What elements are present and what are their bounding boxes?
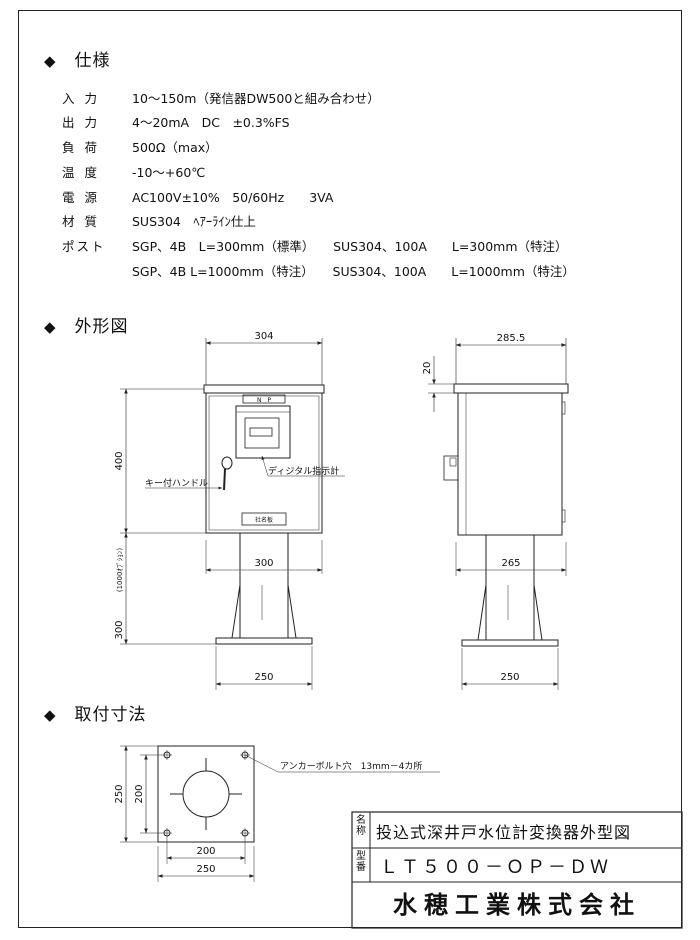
callout-key-handle: キー付ハンドル xyxy=(145,478,208,489)
post-circle xyxy=(182,770,230,818)
dim-mount-inner-w: 200 xyxy=(196,846,215,857)
diamond-icon: ◆ xyxy=(44,706,57,724)
section-spec-text: 仕様 xyxy=(74,51,111,71)
section-mount-title: ◆ 取付寸法 xyxy=(44,700,147,725)
tb-model-label-1: 型 xyxy=(356,851,366,862)
spec-value: -10～+60℃ xyxy=(132,165,206,180)
tb-name-label-1: 名 xyxy=(356,815,366,826)
spec-value: AC100V±10% 50/60Hz 3VA xyxy=(132,190,334,205)
spec-label: ポスト xyxy=(62,239,106,254)
spec-row: ポスト SGP、4B L=300mm（標準） SUS304、100A L=300m… xyxy=(62,236,568,254)
tb-model-label-2: 番 xyxy=(356,862,366,873)
dim-side-lid: 20 xyxy=(422,362,433,375)
dim-side-top: 285.5 xyxy=(497,333,526,344)
dim-side-mid: 265 xyxy=(501,558,520,569)
spec-label: 出力 xyxy=(62,115,108,130)
side-handle xyxy=(443,455,459,481)
name-plate xyxy=(241,512,287,526)
section-outline-title: ◆ 外形図 xyxy=(44,312,129,337)
section-mount-text: 取付寸法 xyxy=(74,705,147,725)
name-plate-label: 社名板 xyxy=(255,516,273,524)
dim-front-mid: 300 xyxy=(254,558,273,569)
front-view xyxy=(120,338,345,690)
tb-name-label: 名 称 xyxy=(352,815,370,847)
spec-row: 負荷 500Ω（max） xyxy=(62,137,218,155)
title-block-lines xyxy=(351,811,683,929)
diamond-icon: ◆ xyxy=(44,318,57,336)
dim-front-height: 400 xyxy=(114,451,125,470)
callout-anchor-bolt: アンカーボルト穴 13mm－4カ所 xyxy=(280,760,422,772)
spec-row: 材質 SUS304 ﾍｱｰﾗｲﾝ仕上 xyxy=(62,211,256,229)
dim-front-post-note: (1000ｵﾌﾟｼｮﾝ) xyxy=(116,548,124,593)
dim-mount-inner-h: 200 xyxy=(134,784,145,803)
spec-value: 10～150m（発信器DW500と組み合わせ） xyxy=(132,91,380,106)
np-plate xyxy=(242,394,286,404)
spec-row: SGP、4B L=1000mm（特注） SUS304、100A L=1000mm… xyxy=(62,261,575,279)
spec-value: SGP、4B L=1000mm（特注） SUS304、100A L=1000mm… xyxy=(132,264,575,279)
front-base-plate xyxy=(215,637,313,645)
spec-value: SGP、4B L=300mm（標準） SUS304、100A L=300mm（特… xyxy=(132,239,568,254)
spec-row: 電源 AC100V±10% 50/60Hz 3VA xyxy=(62,187,333,205)
mount-plate xyxy=(157,745,255,843)
dim-front-top: 304 xyxy=(254,331,273,342)
spec-row: 温度 -10～+60℃ xyxy=(62,162,205,180)
spec-label: 温度 xyxy=(62,165,108,180)
spec-label: 負荷 xyxy=(62,140,108,155)
spec-label: 材質 xyxy=(62,214,108,229)
dim-side-base: 250 xyxy=(500,672,519,683)
tb-name-label-2: 称 xyxy=(356,826,366,837)
tb-drawing-name: 投込式深井戸水位計変換器外型図 xyxy=(376,823,632,842)
front-lid xyxy=(203,384,325,394)
spec-row: 出力 4～20mA DC ±0.3%FS xyxy=(62,112,290,130)
side-box xyxy=(457,392,563,536)
tb-model-number: ＬＴ５００－ＯＰ－ＤＷ xyxy=(380,857,611,878)
section-outline-text: 外形図 xyxy=(74,317,129,337)
key-handle xyxy=(221,456,233,470)
side-base-plate xyxy=(461,639,559,647)
front-post xyxy=(239,532,289,639)
mount-view xyxy=(120,745,440,882)
tb-company-name: 水穂工業株式会社 xyxy=(393,891,641,919)
spec-label: 電源 xyxy=(62,190,108,205)
dim-front-base: 250 xyxy=(254,672,273,683)
spec-label: 入力 xyxy=(62,91,108,106)
side-lid xyxy=(453,383,569,394)
dim-front-post: 300 xyxy=(114,620,125,639)
dim-mount-outer-w: 250 xyxy=(196,864,215,875)
spec-row: 入力 10～150m（発信器DW500と組み合わせ） xyxy=(62,88,380,106)
callout-digital-meter: ディジタル指示計 xyxy=(268,465,339,477)
tb-model-label: 型 番 xyxy=(352,851,370,881)
diamond-icon: ◆ xyxy=(44,52,57,70)
side-post xyxy=(485,534,535,641)
dim-mount-outer-h: 250 xyxy=(114,784,125,803)
np-label: N P xyxy=(257,397,271,404)
digital-meter xyxy=(235,405,291,459)
spec-value: SUS304 ﾍｱｰﾗｲﾝ仕上 xyxy=(132,214,256,229)
spec-value: 500Ω（max） xyxy=(132,140,218,155)
spec-value: 4～20mA DC ±0.3%FS xyxy=(132,115,290,130)
side-view xyxy=(428,338,569,690)
drawing-frame xyxy=(18,10,682,928)
section-spec-title: ◆ 仕様 xyxy=(44,46,111,71)
